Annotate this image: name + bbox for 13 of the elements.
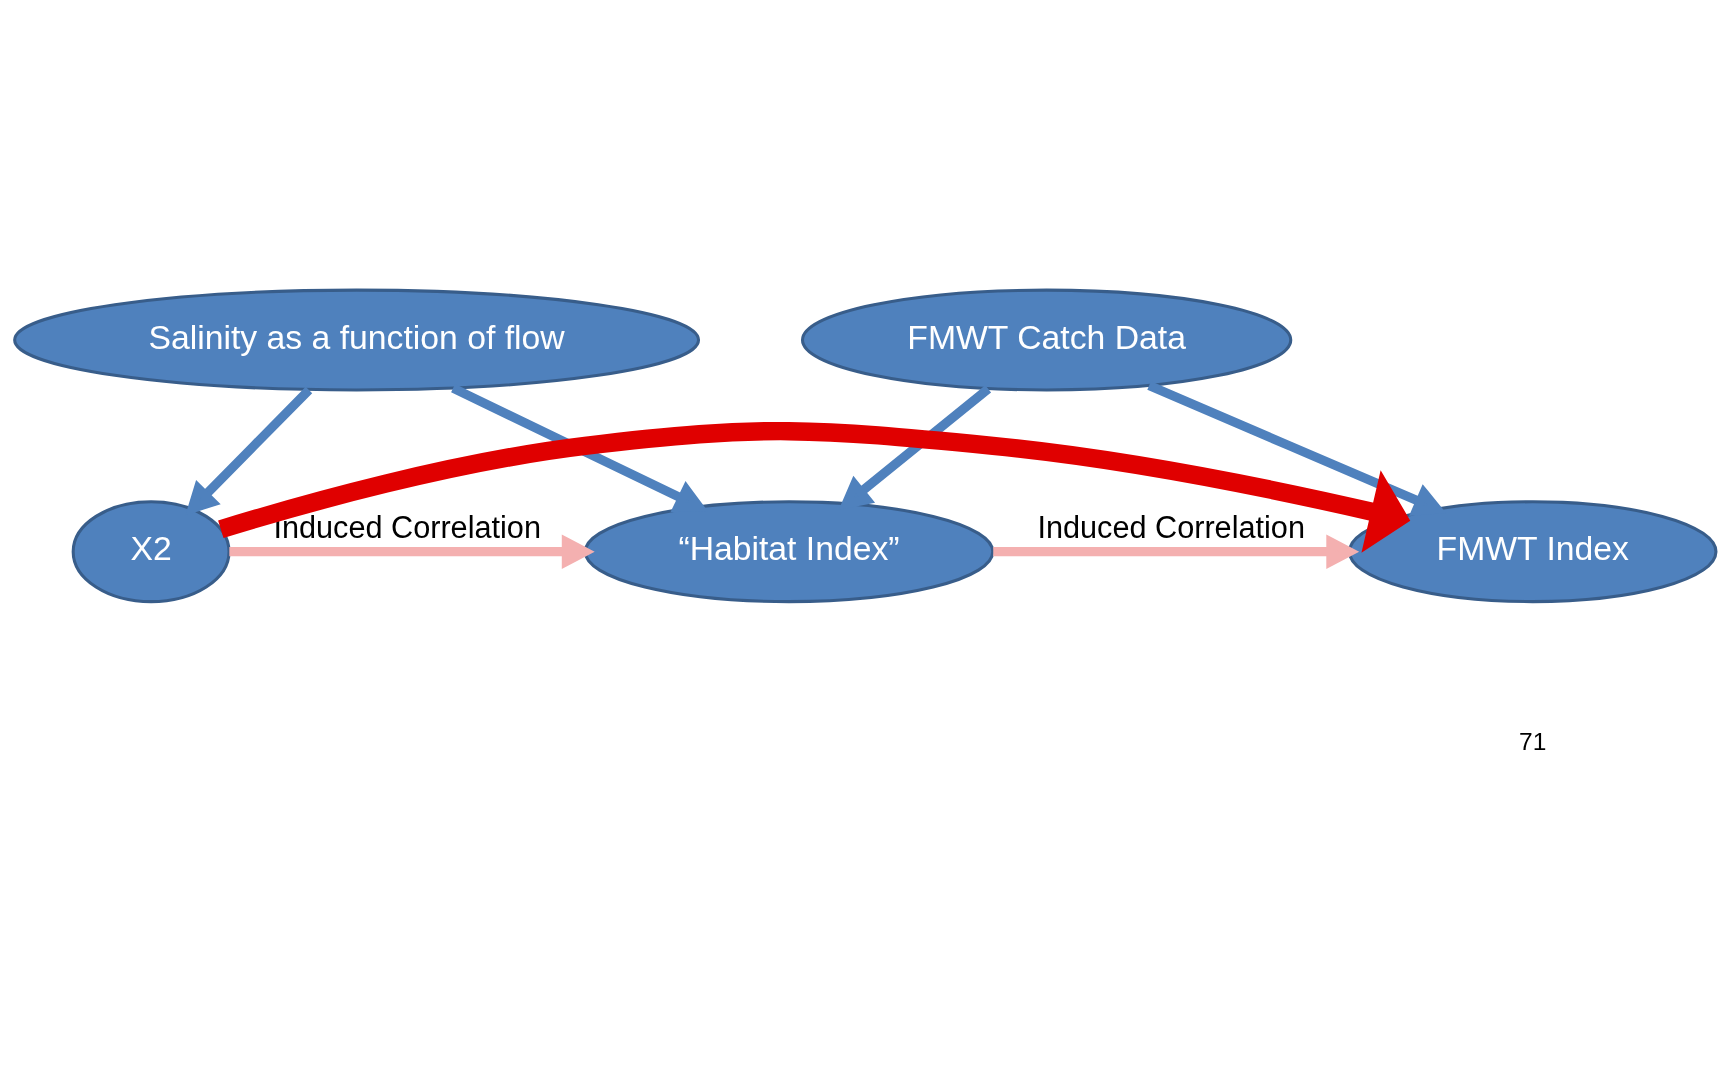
node-ellipse: Salinity as a function of flow (13, 288, 701, 392)
arrow (1147, 381, 1447, 516)
arrow (229, 534, 595, 569)
node-ellipse: X2 (71, 500, 231, 604)
label: 71 (1519, 728, 1547, 756)
arrow (993, 534, 1360, 569)
arrow (218, 422, 1411, 553)
node-ellipse: FMWT Index (1347, 500, 1718, 604)
node-ellipse: FMWT Catch Data (800, 288, 1293, 392)
node-ellipse: “Habitat Index” (583, 500, 995, 604)
edge-label: Induced Correlation (1037, 509, 1305, 544)
arrow (451, 383, 708, 513)
edge-label: Induced Correlation (273, 509, 541, 544)
